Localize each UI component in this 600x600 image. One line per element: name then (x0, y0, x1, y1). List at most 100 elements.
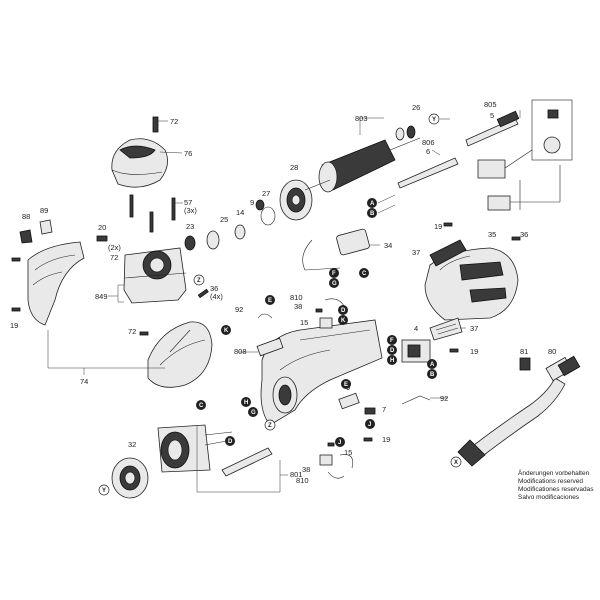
svg-text:801: 801 (290, 470, 303, 479)
svg-text:A: A (370, 201, 375, 207)
motor-housing-35 (424, 247, 519, 321)
svg-text:F: F (332, 271, 336, 277)
svg-text:X: X (454, 460, 458, 466)
svg-text:37: 37 (470, 324, 478, 333)
svg-text:34: 34 (384, 241, 392, 250)
svg-text:28: 28 (290, 163, 298, 172)
svg-text:(2x): (2x) (108, 243, 121, 252)
svg-text:5: 5 (490, 111, 494, 120)
switch-34 (302, 228, 370, 271)
svg-text:19: 19 (382, 435, 390, 444)
svg-text:15: 15 (344, 448, 352, 457)
svg-text:Y: Y (102, 488, 106, 494)
svg-text:14: 14 (236, 208, 244, 217)
armature-803 (304, 137, 421, 193)
svg-text:36: 36 (520, 230, 528, 239)
svg-text:803: 803 (355, 114, 368, 123)
svg-text:89: 89 (40, 206, 48, 215)
drive-gears (184, 199, 276, 251)
svg-text:K: K (224, 328, 229, 334)
svg-text:(3x): (3x) (184, 206, 197, 215)
svg-text:92: 92 (235, 305, 243, 314)
svg-text:810: 810 (290, 293, 303, 302)
svg-text:20: 20 (98, 223, 106, 232)
screws-57 (129, 194, 183, 233)
plates-88-89 (19, 219, 53, 244)
svg-text:80: 80 (548, 347, 556, 356)
svg-text:(4x): (4x) (210, 292, 223, 301)
svg-text:72: 72 (110, 253, 118, 262)
svg-text:74: 74 (80, 377, 88, 386)
svg-text:92: 92 (440, 394, 448, 403)
spring-strip-801 (221, 447, 273, 477)
shaft-6 (397, 157, 459, 189)
spring-92b (401, 395, 431, 405)
svg-text:D: D (228, 439, 233, 445)
shaft-5 (465, 110, 520, 147)
svg-text:H: H (390, 358, 394, 364)
part-labels: 72 76 57 (3x) 88 89 20 (2x) 72 19 849 7 2… (10, 100, 556, 485)
svg-text:76: 76 (184, 149, 192, 158)
svg-text:4: 4 (414, 324, 418, 333)
svg-text:E: E (268, 298, 272, 304)
svg-text:C: C (362, 271, 367, 277)
svg-text:B: B (430, 372, 435, 378)
svg-text:B: B (370, 211, 375, 217)
cover-37-top (429, 239, 467, 267)
gear-housing-849 (123, 247, 187, 304)
modifications-note: Änderungen vorbehalten Modifications res… (518, 470, 594, 502)
svg-text:J: J (338, 440, 341, 446)
clip-15-lower (319, 454, 354, 479)
housing-half-74 (27, 241, 85, 326)
plate-9 (338, 392, 360, 410)
svg-text:26: 26 (412, 103, 420, 112)
adapter-81 (519, 357, 531, 371)
svg-text:27: 27 (262, 189, 270, 198)
svg-text:Z: Z (197, 278, 201, 284)
svg-text:Y: Y (432, 117, 436, 123)
svg-text:19: 19 (470, 347, 478, 356)
svg-text:15: 15 (300, 318, 308, 327)
lower-guard (147, 321, 213, 388)
screw-72 (152, 116, 168, 133)
note-line-es: Salvo modificaciones (518, 494, 580, 501)
svg-text:F: F (390, 338, 394, 344)
label-72: 72 (170, 117, 178, 126)
svg-text:36: 36 (210, 284, 218, 293)
svg-text:A: A (430, 362, 435, 368)
note-line-pt: Modificationes reservadas (518, 486, 594, 493)
svg-text:38: 38 (294, 302, 302, 311)
svg-text:19: 19 (10, 321, 18, 330)
svg-text:D: D (390, 348, 395, 354)
svg-text:810: 810 (296, 476, 309, 485)
svg-text:7: 7 (382, 405, 386, 414)
plate-808 (256, 337, 284, 357)
svg-text:E: E (344, 382, 348, 388)
svg-text:849: 849 (95, 292, 108, 301)
main-housing (260, 319, 383, 426)
svg-text:32: 32 (128, 440, 136, 449)
svg-text:J: J (368, 422, 371, 428)
ring-32 (111, 457, 149, 499)
gear-cover-76 (111, 138, 168, 188)
screws (11, 222, 521, 447)
leader-lines (238, 110, 521, 399)
svg-text:805: 805 (484, 100, 497, 109)
svg-text:25: 25 (220, 215, 228, 224)
spring-92a (257, 313, 273, 319)
field-coil (157, 424, 233, 473)
svg-text:K: K (341, 318, 346, 324)
bearings-26 (395, 125, 416, 141)
svg-text:81: 81 (520, 347, 528, 356)
bearing-plate-28 (279, 179, 313, 221)
svg-text:G: G (251, 410, 256, 416)
clip-15-upper (319, 298, 345, 329)
svg-text:23: 23 (186, 222, 194, 231)
svg-text:6: 6 (426, 147, 430, 156)
note-line-en: Modifications reserved (518, 478, 584, 485)
svg-text:88: 88 (22, 212, 30, 221)
svg-text:38: 38 (302, 465, 310, 474)
svg-text:57: 57 (184, 198, 192, 207)
svg-text:9: 9 (250, 198, 254, 207)
svg-text:35: 35 (488, 230, 496, 239)
